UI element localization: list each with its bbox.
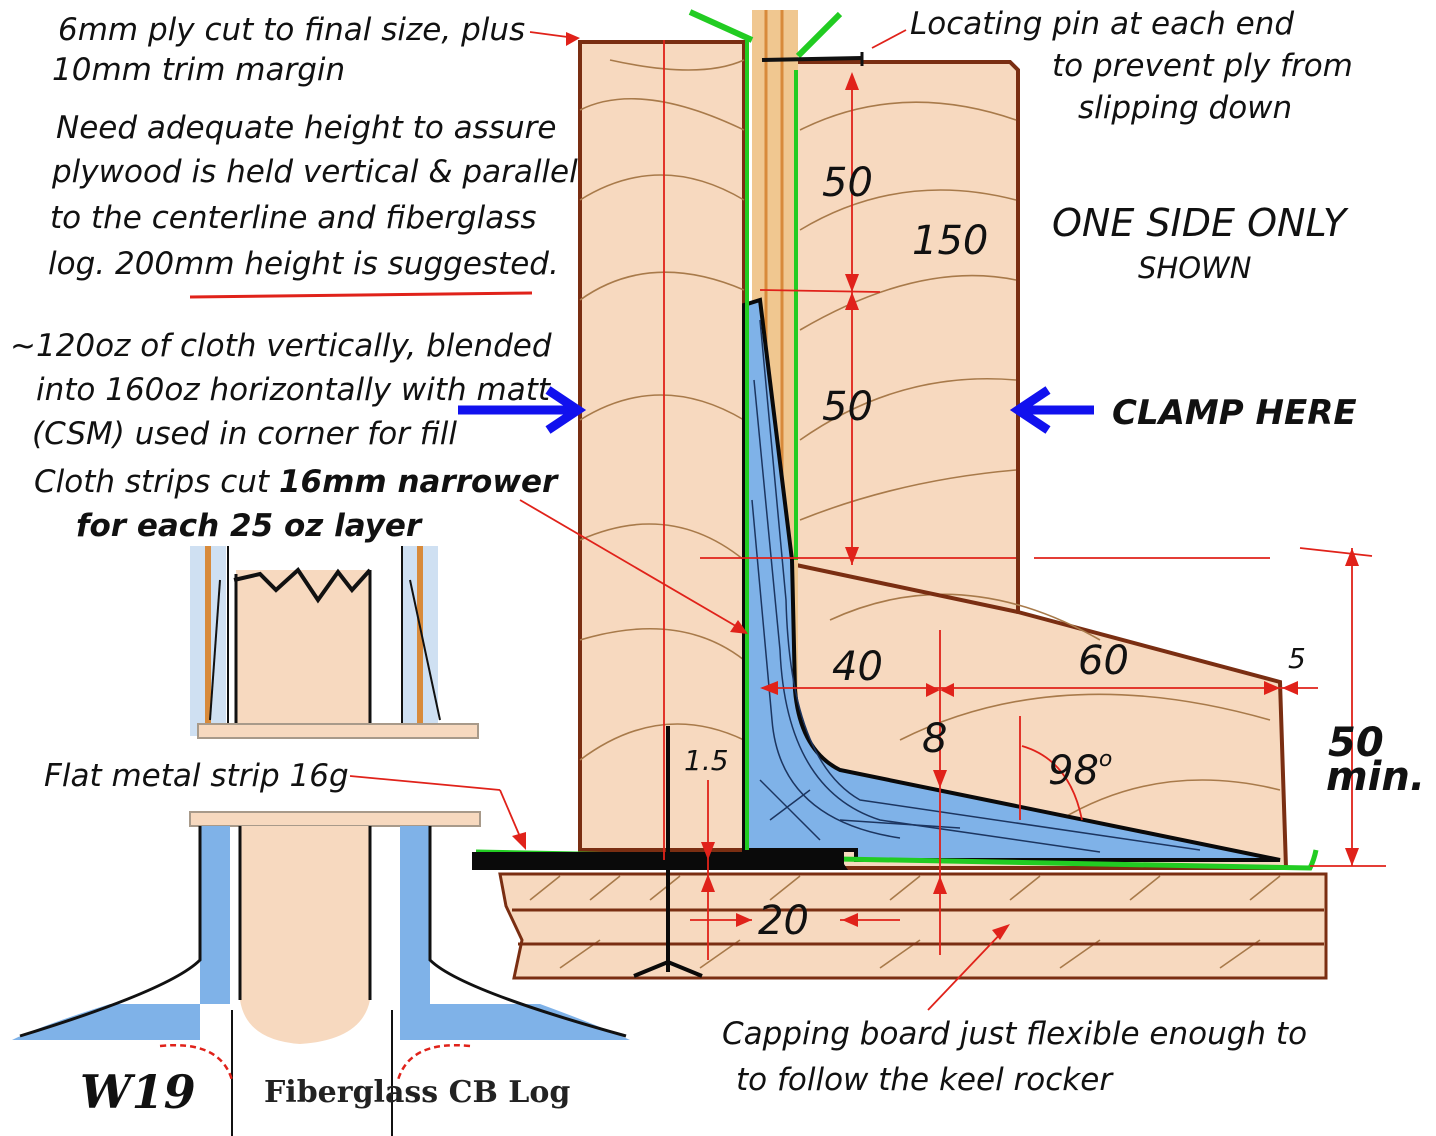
svg-text:SHOWN: SHOWN [1138, 251, 1251, 285]
dim-8: 8 [922, 716, 947, 762]
dim-40: 40 [832, 644, 883, 690]
dim-1-5: 1.5 [684, 744, 729, 777]
dim-5: 5 [1288, 642, 1306, 675]
strips-note-regular: Cloth strips cut [34, 464, 279, 500]
svg-text:Need adequate height to assure: Need adequate height to assure [56, 110, 556, 146]
strips-note: Cloth strips cut 16mm narrower for each … [34, 464, 559, 544]
height-note: Need adequate height to assure plywood i… [48, 110, 578, 282]
left-clamp-block [578, 40, 746, 852]
dim-20: 20 [758, 898, 809, 944]
dim-150: 150 [912, 218, 988, 264]
dim-angle-value: 98 [1048, 748, 1099, 794]
right-clamp-block [794, 60, 1289, 870]
dim-angle: 98o [1048, 747, 1112, 794]
capping-note: Capping board just flexible enough to to… [722, 1016, 1307, 1098]
svg-text:log. 200mm height is suggested: log. 200mm height is suggested. [48, 246, 559, 282]
svg-text:6mm ply cut to final size, plu: 6mm ply cut to final size, plus [58, 12, 525, 48]
locating-pin-note: Locating pin at each end to prevent ply … [910, 6, 1353, 126]
svg-text:to the centerline and fibergla: to the centerline and fiberglass [50, 200, 537, 236]
locating-pin [761, 29, 907, 66]
svg-text:(CSM) used in corner for fill: (CSM) used in corner for fill [32, 416, 457, 452]
svg-text:~120oz of cloth vertically, bl: ~120oz of cloth vertically, blended [10, 328, 552, 364]
svg-text:into 160oz horizontally with m: into 160oz horizontally with matt [36, 372, 552, 408]
dim-50-upper: 50 [822, 160, 873, 206]
dimension-lines [529, 31, 1386, 960]
clamp-here-label: CLAMP HERE [1112, 393, 1357, 433]
flat-metal-strip [472, 852, 848, 870]
svg-text:ONE SIDE ONLY: ONE SIDE ONLY [1052, 201, 1349, 245]
centerline-marker [633, 726, 703, 978]
metal-strip-label: Flat metal strip 16g [44, 758, 349, 794]
svg-text:to follow the keel rocker: to follow the keel rocker [736, 1062, 1114, 1098]
svg-text:plywood is held vertical & par: plywood is held vertical & parallel [51, 154, 578, 190]
drawing-id: W19 [80, 1065, 196, 1119]
leader-lines [189, 291, 1010, 1011]
dim-min-label: min. [1326, 754, 1425, 800]
svg-text:for each 25 oz layer: for each 25 oz layer [76, 508, 423, 544]
svg-text:to prevent ply from: to prevent ply from [1052, 48, 1353, 84]
svg-text:Locating pin at each end: Locating pin at each end [910, 6, 1294, 42]
dim-50-lower: 50 [822, 384, 873, 430]
svg-text:Cloth strips cut 16mm narrower: Cloth strips cut 16mm narrower [34, 464, 559, 500]
clamp-arrow-left [458, 386, 587, 434]
fiberglass-laminate [742, 297, 1281, 862]
clamp-arrow-right [1009, 386, 1094, 434]
release-film [475, 9, 1319, 871]
dim-50-min: 50 [1328, 720, 1384, 766]
cloth-note: ~120oz of cloth vertically, blended into… [10, 328, 552, 452]
capping-board [498, 872, 1328, 980]
svg-text:Capping board just flexible en: Capping board just flexible enough to [722, 1016, 1307, 1052]
dim-angle-degree: o [1099, 747, 1112, 772]
inset-section-view [12, 546, 630, 1136]
drawing-title: Fiberglass CB Log [264, 1075, 570, 1110]
strips-note-bold: 16mm narrower [279, 464, 559, 500]
svg-text:slipping down: slipping down [1078, 90, 1292, 126]
ply-note: 6mm ply cut to final size, plus 10mm tri… [52, 12, 525, 88]
dim-60: 60 [1078, 638, 1129, 684]
one-side-note: ONE SIDE ONLY SHOWN [1052, 201, 1349, 285]
svg-text:10mm trim margin: 10mm trim margin [52, 52, 345, 88]
